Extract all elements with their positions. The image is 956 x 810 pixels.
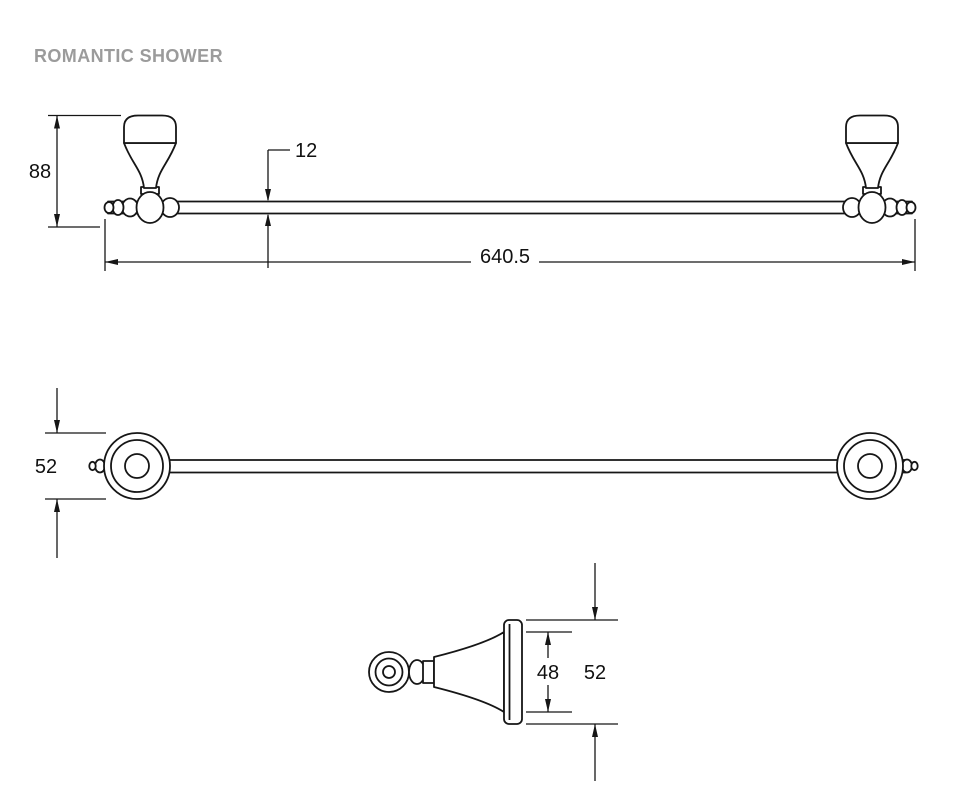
dim-post-height: 88 (29, 114, 121, 228)
arrowhead (545, 699, 551, 712)
bar-tube (107, 459, 907, 474)
arrowhead (545, 632, 551, 645)
mount-ring-hole (382, 665, 396, 679)
drawing-title: ROMANTIC SHOWER (34, 46, 223, 66)
post-cap (123, 114, 177, 144)
dim-label-post-height: 88 (29, 161, 51, 183)
mount-neck (422, 660, 435, 684)
left-post (123, 114, 177, 224)
arrowhead (265, 189, 271, 202)
towel-bar-plan (107, 459, 907, 474)
dim-label-flange-diameter: 52 (35, 456, 57, 478)
right-flange (836, 432, 919, 500)
arrowhead (54, 420, 60, 433)
bar-end-tip (103, 201, 115, 214)
dim-label-plate-height: 52 (584, 662, 606, 684)
dim-label-cone-base: 48 (537, 662, 559, 684)
dim-label-overall-length: 640.5 (480, 246, 530, 268)
arrowhead (902, 259, 915, 265)
arrowhead (105, 259, 118, 265)
towel-bar (103, 197, 917, 218)
dim-plate-height: 52 (526, 563, 618, 781)
arrowhead (54, 499, 60, 512)
post-ball (857, 191, 887, 224)
bar-end-tip (905, 201, 917, 214)
post-ball (135, 191, 165, 224)
dim-overall-length: 640.5 (104, 219, 916, 271)
front-view: 88 12 640.5 (29, 114, 917, 271)
right-post (845, 114, 899, 224)
arrowhead (265, 213, 271, 226)
arrowhead (592, 607, 598, 620)
finial-tip (88, 460, 97, 472)
mount-cone (433, 631, 505, 713)
wall-plate (503, 619, 523, 725)
flange-hub (124, 453, 150, 479)
post-cap (845, 114, 899, 144)
label-mask (471, 245, 539, 269)
finial-tip (910, 460, 919, 472)
side-view: 48 52 (368, 563, 618, 781)
bar-tube (107, 200, 913, 215)
arrowhead (592, 724, 598, 737)
arrowhead (54, 214, 60, 227)
dim-label-bar-diameter: 12 (295, 140, 317, 162)
dim-bar-diameter: 12 (265, 140, 317, 268)
arrowhead (54, 115, 60, 129)
top-view: 52 (35, 388, 919, 558)
left-flange (88, 432, 171, 500)
post-bell (845, 142, 899, 189)
label-mask (533, 658, 563, 685)
mount-profile (368, 619, 523, 725)
post-bell (123, 142, 177, 189)
flange-hub (857, 453, 883, 479)
dim-cone-base: 48 (526, 631, 572, 713)
dim-flange-diameter: 52 (35, 388, 106, 558)
